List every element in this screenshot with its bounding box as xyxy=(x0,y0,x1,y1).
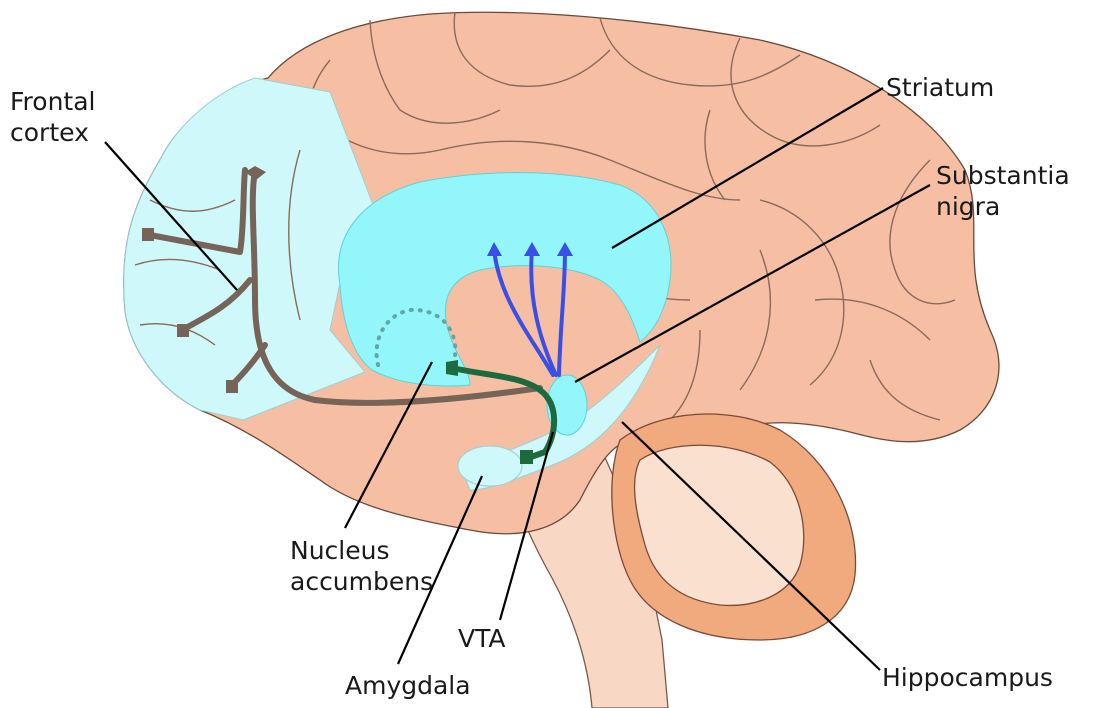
amygdala-arrowhead xyxy=(520,450,533,464)
frontal-cortex-label: Frontal cortex xyxy=(10,86,96,148)
nucleus-accumbens-label: Nucleus accumbens xyxy=(290,535,433,597)
frontal-cortex-label-line1: Frontal xyxy=(10,86,96,117)
frontal-arrowhead-middle xyxy=(177,324,189,337)
frontal-arrowhead-left xyxy=(142,228,154,241)
nucleus-accumbens-label-line2: accumbens xyxy=(290,566,433,597)
frontal-cortex-label-line2: cortex xyxy=(10,117,96,148)
hippocampus-label: Hippocampus xyxy=(882,662,1053,693)
amygdala-region xyxy=(458,446,522,486)
vta-label: VTA xyxy=(458,623,506,654)
accumbens-arrowhead xyxy=(446,360,458,376)
nucleus-accumbens-label-line1: Nucleus xyxy=(290,535,433,566)
amygdala-label: Amygdala xyxy=(345,670,471,701)
frontal-arrowhead-bottom xyxy=(226,380,238,393)
substantia-nigra-label-line1: Substantia xyxy=(936,160,1070,191)
striatum-label: Striatum xyxy=(886,72,994,103)
substantia-nigra-label-line2: nigra xyxy=(936,191,1070,222)
substantia-nigra-label: Substantia nigra xyxy=(936,160,1070,222)
